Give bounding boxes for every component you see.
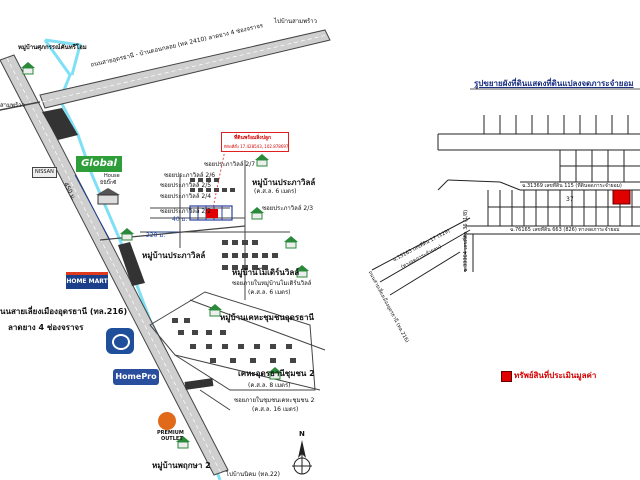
shop-block [184, 378, 214, 390]
main-road-lanes: ลาดยาง 4 ช่องจราจร [8, 323, 84, 332]
village-label-top-left: หมู่บ้านศุภกรรณ์คันทรีโฮม [18, 44, 87, 51]
legend-swatch [501, 371, 512, 382]
shop-block [118, 242, 145, 286]
soi-2-7: ซอยประภาวิลล์ 2/7 [204, 161, 256, 168]
home-mart-logo: HOME MART [66, 272, 108, 289]
subject-plot-red [612, 189, 631, 205]
kheha-soi: ซอยภายในชุมชนเคหะชุมชน 2 [234, 397, 315, 404]
village-kheha: หมู่บ้านเคหะชุมชนอุดรธานี [220, 313, 314, 322]
soi-2-5: ซอยประภาวิลล์ 2/5 [160, 182, 212, 189]
north-label: N [299, 430, 305, 438]
legend-label: ทรัพย์สินที่ประเมินมูลค่า [514, 371, 597, 380]
global-house-logo: Global [76, 156, 122, 172]
soi-2-2: ซอยประภาวิลล์ 2/2 [160, 208, 212, 215]
village-kheha-2: เคหะอุดรธานีชุมชน 2 [238, 369, 315, 378]
mini-shop-label: มินิบิ๊กซี [100, 180, 117, 186]
bottom-direction: ไปบ้านนิคม (ทล.22) [226, 471, 280, 478]
village-pradit-upper: หมู่บ้านประภาวิลล์ [252, 178, 316, 187]
house-icons [21, 62, 309, 449]
soi-2-6: ซอยประภาวิลล์ 2/6 [164, 172, 216, 179]
servitude-road-lower: ฉ.76165 เลขที่ดิน 663 (826) ทางจดภาระจำย… [510, 227, 620, 233]
global-house-sub: House [104, 173, 120, 179]
kheha-road-width: (ค.ส.ล. 8 เมตร) [248, 382, 291, 389]
vertical-road: ฉ.33364 เลขที่ดิน 36 (1/8) [463, 209, 469, 272]
subject-property-marker [206, 209, 218, 218]
distance-220: 220 ม. [146, 232, 166, 239]
nissan-logo: NISSAN [32, 167, 57, 178]
distance-40: 40 ม. [172, 216, 188, 223]
homepro-logo: HomePro [113, 369, 159, 385]
top-road [39, 29, 331, 109]
shop-block [42, 108, 78, 140]
soi-width: (ค.ส.ล. 6 เมตร) [254, 188, 297, 195]
right-map-title: รูปขยายผังที่ดินแสดงที่ดินแปลงจดภาระจำยอ… [474, 79, 634, 88]
kheha-soi-width: (ค.ส.ล. 16 เมตร) [252, 406, 299, 413]
samphrao-label: สามพร้าว [0, 102, 25, 109]
soi-2-3: ซอยประภาวิลล์ 2/3 [262, 205, 314, 212]
premium-outlet-icon [158, 412, 176, 430]
bank-logo [106, 328, 134, 354]
canal-branch [44, 38, 82, 76]
modern-soi: ซอยภายในหมู่บ้านโมเดิร์นวิลล์ [232, 280, 312, 287]
village-modern-ville: หมู่บ้านโมเดิร์นวิลล์ [232, 268, 300, 277]
soi-2-4: ซอยประภาวิลล์ 2/4 [160, 193, 212, 200]
village-pradit-lower: หมู่บ้านประภาวิลล์ [142, 251, 206, 260]
village-phrueksa: หมู่บ้านพฤกษา 2 [152, 461, 211, 470]
modern-soi-width: (ค.ส.ล. 6 เมตร) [248, 289, 291, 296]
servitude-road-upper: ฉ.31369 เลขที่ดิน 115 (ที่ดินจดภาระจำยอม… [522, 183, 622, 189]
premium-outlet-label: PREMIUM [157, 430, 184, 436]
main-road-label: นนสายเลี่ยงเมืองอุดรธานี (ทล.216) [0, 307, 128, 316]
parcel-37: 37 [566, 196, 574, 203]
premium-outlet-sub: OUTLET [161, 436, 183, 442]
right-plot-map [371, 115, 640, 296]
property-sign-box: ที่ดินพร้อมสิ่งปลูก พิกัดที่ตั้ง 17.4285… [221, 132, 289, 152]
top-right-direction: ไปบ้านสามพร้าว [274, 18, 318, 25]
